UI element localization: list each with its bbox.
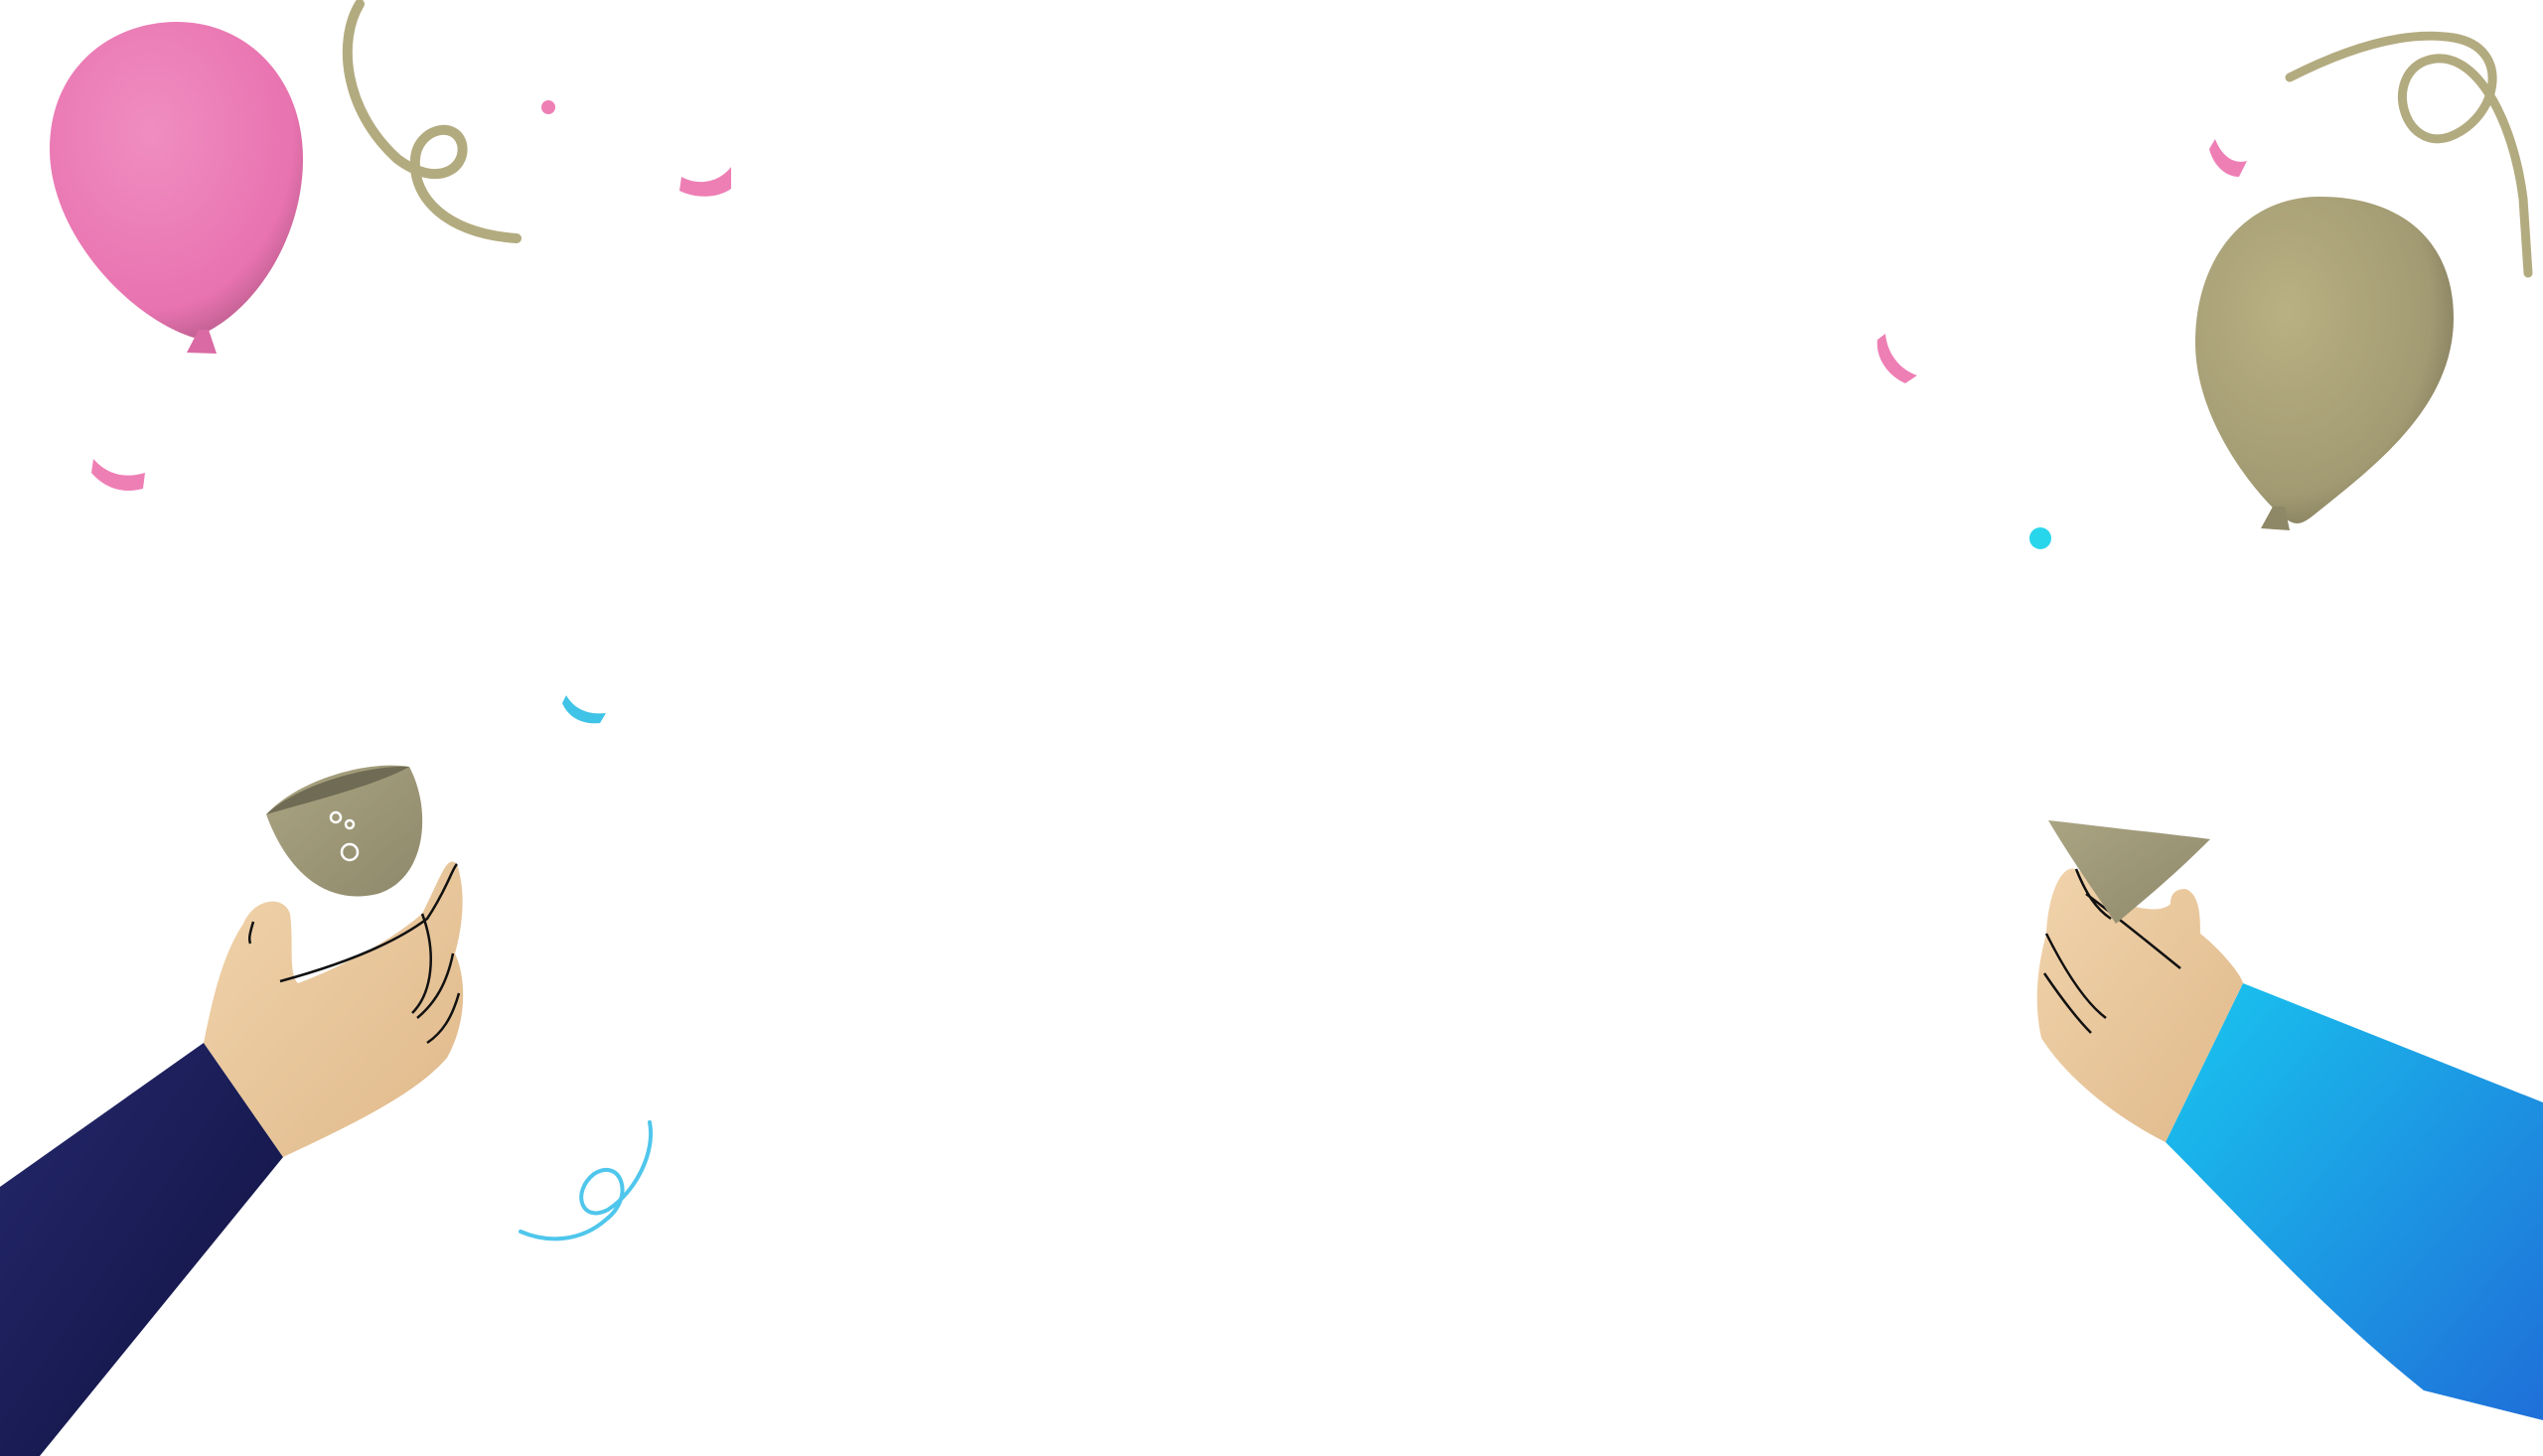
ribbon-streamer-icon [2285, 31, 2533, 278]
olive-balloon-icon [2195, 197, 2454, 530]
pink-balloon-icon [50, 22, 303, 354]
right-hand-with-glass-icon [2036, 820, 2543, 1420]
blue-curly-streamer-icon [519, 1120, 654, 1241]
left-hand-with-cup-icon [0, 765, 464, 1456]
confetti-icon [91, 100, 2247, 724]
ribbon-streamer-icon [342, 0, 522, 243]
